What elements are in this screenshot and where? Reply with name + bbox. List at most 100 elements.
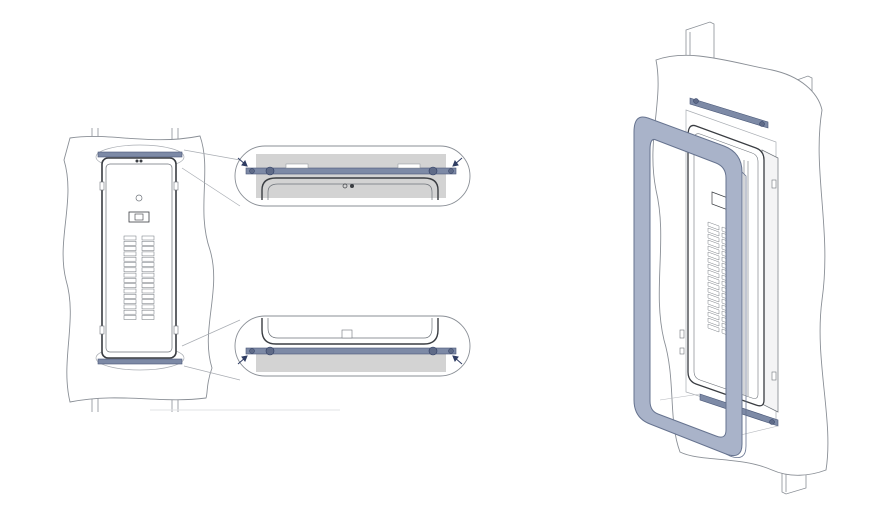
breaker-slot (123, 235, 137, 241)
screw-icon (759, 121, 765, 127)
breaker-slot (707, 281, 720, 291)
breaker-slot (123, 256, 137, 262)
arrow-icon (452, 157, 463, 167)
panel-enclosure-front (101, 157, 177, 359)
main-breaker-switch (134, 213, 144, 221)
breaker-slot (707, 275, 720, 285)
screw-icon (428, 166, 438, 176)
breaker-slot (707, 221, 720, 231)
arrow-icon (237, 355, 248, 365)
breaker-slot (123, 278, 137, 283)
screw-icon (139, 159, 143, 163)
breaker-slot (123, 299, 137, 304)
breaker-columns-front (123, 235, 155, 320)
screw-icon (249, 348, 255, 354)
breaker-slot (141, 304, 155, 310)
breaker-slot (141, 272, 155, 278)
screw-icon (769, 419, 775, 425)
top-bracket-front (97, 151, 183, 158)
breaker-slot (707, 299, 720, 309)
wall-plate-top (256, 154, 446, 198)
breaker-slot (123, 251, 137, 257)
breaker-slot (707, 239, 720, 249)
breaker-slot (123, 262, 137, 267)
screw-icon (265, 346, 275, 356)
bottom-tab (341, 329, 353, 339)
screw-icon (350, 184, 354, 188)
breaker-slot (707, 233, 720, 243)
trim-ring-edge (725, 171, 747, 459)
mounting-bracket-top (245, 167, 457, 175)
panel-inner-front (105, 163, 173, 353)
studs-front (91, 128, 179, 412)
breaker-slot (141, 256, 155, 262)
breaker-slot (141, 235, 155, 241)
screw-icon (448, 168, 454, 174)
bottom-callout-detail (234, 315, 471, 377)
breaker-slot (707, 263, 720, 273)
breaker-slot (123, 309, 137, 315)
breaker-slot (707, 227, 720, 237)
enclosure-corner-bottom (261, 318, 439, 345)
panel-detail-lines (743, 160, 749, 396)
breaker-slot (707, 251, 720, 261)
enclosure-corner-top (261, 177, 439, 200)
breaker-slot (123, 267, 137, 273)
screw-icon (428, 346, 438, 356)
mounting-bracket-bottom (245, 347, 457, 355)
breaker-slot (141, 267, 155, 273)
breaker-slot (707, 311, 720, 321)
breaker-slot (707, 317, 720, 327)
breaker-slot (123, 241, 137, 246)
breaker-slot (123, 304, 137, 310)
breaker-slot (123, 246, 137, 251)
breaker-slot (141, 262, 155, 267)
screw-icon (249, 168, 255, 174)
arrow-icon (237, 157, 248, 167)
breaker-slot (141, 283, 155, 288)
main-breaker (128, 211, 150, 223)
breaker-slot (141, 288, 155, 294)
breaker-slot (707, 287, 720, 297)
top-callout-detail (234, 145, 471, 207)
side-clips-front (99, 181, 179, 335)
breaker-slot (141, 246, 155, 251)
breaker-slot (707, 305, 720, 315)
breaker-slot (123, 294, 137, 299)
screw-icon (135, 159, 139, 163)
arrow-icon (452, 355, 463, 365)
breaker-slot (707, 245, 720, 255)
enclosure-inner-top (267, 183, 433, 200)
slot-top-left (285, 163, 309, 169)
breaker-slot (707, 323, 720, 333)
knockout-circle (135, 194, 143, 202)
callout-leaders (181, 149, 241, 381)
bottom-bracket-front (97, 358, 183, 365)
screw-icon (693, 98, 699, 104)
breaker-slot (123, 283, 137, 288)
top-bracket-isometric (689, 97, 769, 129)
breaker-slot (707, 257, 720, 267)
breaker-slot (141, 294, 155, 299)
isometric-view (633, 21, 829, 495)
side-clips-isometric (679, 179, 777, 381)
breaker-slot (707, 269, 720, 279)
breaker-slot (123, 288, 137, 294)
screw-icon (448, 348, 454, 354)
slot-top-right (397, 163, 421, 169)
breaker-slot (141, 278, 155, 283)
breaker-slot (123, 315, 137, 320)
breaker-slot (141, 251, 155, 257)
breaker-slot (707, 293, 720, 303)
breaker-slot (141, 299, 155, 304)
screw-icon (342, 183, 348, 189)
breaker-slot (141, 309, 155, 315)
screw-icon (265, 166, 275, 176)
breaker-slot (141, 315, 155, 320)
breaker-slot (123, 272, 137, 278)
front-view (62, 128, 340, 412)
breaker-slot (141, 241, 155, 246)
wall-plate-bottom (256, 350, 446, 372)
